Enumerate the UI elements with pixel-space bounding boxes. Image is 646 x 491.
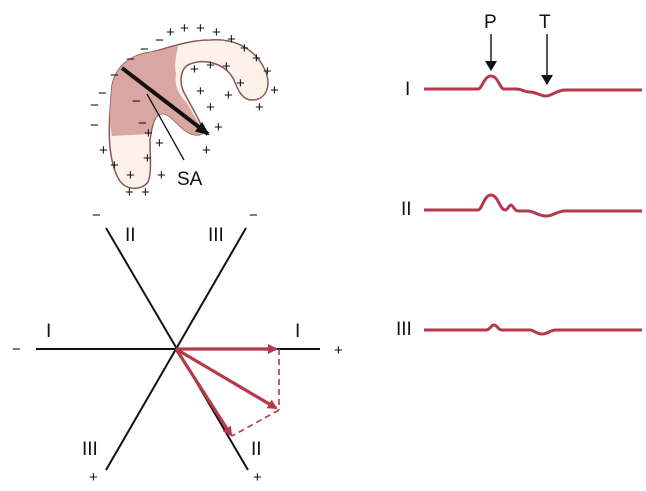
trace-lead-II-label: II (401, 199, 412, 220)
lead-II-plus: + (253, 469, 262, 486)
lead-I-left-label: I (46, 321, 51, 342)
lead-II-projection-arrow (174, 348, 233, 437)
svg-text:+: + (227, 31, 236, 48)
svg-text:+: + (157, 167, 166, 184)
trace-lead-III (424, 323, 642, 336)
svg-text:+: + (270, 82, 279, 99)
trace-lead-I-label: I (405, 79, 410, 100)
sa-pointer-line (146, 93, 185, 161)
svg-text:+: + (224, 87, 233, 104)
svg-text:+: + (240, 40, 249, 57)
svg-text:−: − (155, 32, 164, 49)
sa-label: SA (177, 169, 203, 190)
svg-text:−: − (90, 117, 99, 134)
lead-II-bottom-label: II (251, 439, 262, 460)
trace-lead-I (424, 74, 642, 98)
heart-diagram: SA + + + + + + + + + + + + + + + + + + +… (90, 20, 279, 201)
svg-text:+: + (126, 167, 135, 184)
svg-text:−: − (90, 97, 99, 114)
svg-text:+: + (166, 24, 175, 41)
projection-dash-lower (231, 409, 280, 437)
svg-text:+: + (252, 50, 261, 67)
svg-text:+: + (196, 20, 205, 37)
svg-text:−: − (138, 115, 147, 132)
lead-III-top-label: III (208, 225, 224, 246)
lead-II-top-label: II (125, 225, 136, 246)
lead-I-right-label: I (295, 321, 300, 342)
svg-text:+: + (263, 63, 272, 80)
svg-text:+: + (206, 57, 215, 74)
p-wave-label: P (484, 12, 497, 33)
t-wave-label: T (539, 12, 551, 33)
trace-lead-III-label: III (396, 319, 412, 340)
mean-vector-arrow (175, 347, 278, 410)
svg-text:+: + (143, 150, 152, 167)
lead-axes: I I II II III III − + − − + + (12, 207, 343, 486)
svg-text:−: − (140, 41, 149, 58)
lead-III-plus: + (89, 469, 98, 486)
trace-lead-II (424, 193, 642, 218)
lead-I-plus: + (334, 342, 343, 359)
svg-text:+: + (214, 119, 223, 136)
svg-text:+: + (110, 157, 119, 174)
depolarization-vector (120, 66, 210, 136)
lead-I-minus: − (12, 341, 21, 358)
svg-text:+: + (190, 61, 199, 78)
svg-text:+: + (236, 75, 245, 92)
svg-text:+: + (99, 142, 108, 159)
svg-text:+: + (202, 142, 211, 159)
svg-text:+: + (144, 125, 153, 142)
svg-text:+: + (222, 58, 231, 75)
svg-text:−: − (126, 51, 135, 68)
lead-III-minus: − (249, 207, 258, 224)
svg-text:+: + (141, 184, 150, 201)
svg-text:+: + (212, 24, 221, 41)
svg-text:+: + (180, 20, 189, 37)
svg-text:−: − (132, 93, 141, 110)
svg-text:−: − (98, 85, 107, 102)
svg-text:+: + (206, 99, 215, 116)
svg-text:+: + (125, 184, 134, 201)
lead-II-minus: − (92, 207, 101, 224)
positive-charges: + + + + + + + + + + + + + + + + + + + + … (99, 20, 279, 201)
svg-text:+: + (255, 99, 264, 116)
negative-charges: − − − − − − − − − (90, 32, 164, 134)
lead-III-bottom-label: III (82, 439, 98, 460)
svg-text:−: − (110, 67, 119, 84)
svg-text:+: + (155, 135, 164, 152)
svg-text:+: + (196, 83, 205, 100)
ecg-traces: P T I II III (396, 12, 642, 340)
